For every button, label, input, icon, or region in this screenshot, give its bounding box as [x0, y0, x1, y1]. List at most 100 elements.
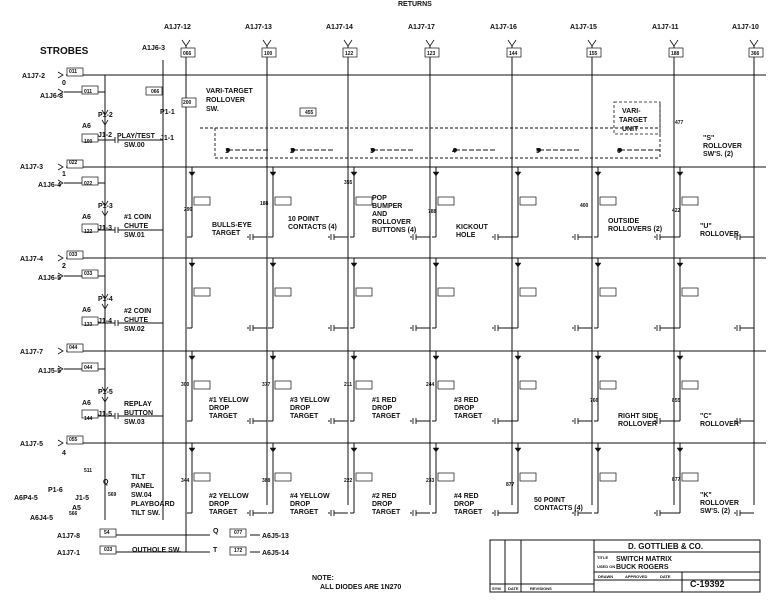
- cell-label: 10 POINT: [288, 216, 320, 223]
- cell-label: DROP: [372, 405, 393, 412]
- svg-text:SW.02: SW.02: [124, 326, 145, 333]
- cell-label: ROLLOVER: [700, 231, 739, 238]
- svg-text:A1J5-5: A1J5-5: [38, 368, 61, 375]
- cell-label: TARGET: [290, 509, 319, 516]
- svg-text:6: 6: [617, 148, 621, 155]
- cell-label: ROLLOVER: [372, 219, 411, 226]
- svg-text:OUTHOLE SW.: OUTHOLE SW.: [132, 547, 181, 554]
- strobe-row-0: A1J7-2 0 011 A1J6-8 011 P1-2 A6 J1-2 PLA…: [22, 69, 156, 149]
- note-text: ALL DIODES ARE 1N270: [320, 584, 401, 591]
- cell-label: "U": [700, 223, 712, 230]
- svg-text:VARI-: VARI-: [622, 108, 641, 115]
- column-code: 123: [427, 51, 436, 57]
- cell-label: ROLLOVER: [700, 421, 739, 428]
- column-label: A1J7-13: [245, 24, 272, 31]
- svg-text:SW.00: SW.00: [124, 142, 145, 149]
- column-label: A1J7-14: [326, 24, 353, 31]
- cell-label: HOLE: [456, 232, 476, 239]
- cell-code: 211: [344, 382, 352, 388]
- svg-text:A1J7-7: A1J7-7: [20, 349, 43, 356]
- svg-text:Q: Q: [213, 528, 219, 535]
- svg-text:022: 022: [84, 181, 93, 187]
- cell-label: DROP: [372, 501, 393, 508]
- svg-text:J1-3: J1-3: [98, 225, 112, 232]
- column-code-box: [668, 47, 684, 58]
- svg-text:REVISIONS: REVISIONS: [530, 586, 552, 591]
- svg-text:172: 172: [234, 548, 243, 554]
- column-code: 122: [345, 51, 354, 57]
- cell-label: AND: [372, 211, 387, 218]
- svg-text:A6J5-14: A6J5-14: [262, 550, 289, 557]
- svg-text:011: 011: [69, 69, 77, 75]
- svg-text:033: 033: [104, 547, 113, 553]
- svg-text:A1J7-3: A1J7-3: [20, 164, 43, 171]
- cell-label: TARGET: [209, 509, 238, 516]
- svg-text:VARI-TARGET: VARI-TARGET: [206, 88, 254, 95]
- cell-code: 877: [506, 482, 515, 488]
- svg-text:A1J6-5: A1J6-5: [38, 275, 61, 282]
- svg-text:DATE: DATE: [660, 574, 671, 579]
- svg-text:A1J7-4: A1J7-4: [20, 256, 43, 263]
- svg-text:APPROVED: APPROVED: [625, 574, 648, 579]
- svg-text:066: 066: [151, 89, 160, 95]
- strobes-heading: STROBES: [40, 46, 89, 57]
- svg-text:P1-2: P1-2: [98, 112, 113, 119]
- svg-text:A1J6-3: A1J6-3: [142, 45, 165, 52]
- returns-heading: RETURNS: [398, 1, 432, 8]
- svg-text:SYM: SYM: [492, 586, 501, 591]
- svg-text:C-19392: C-19392: [690, 579, 725, 589]
- note-label: NOTE:: [312, 575, 334, 582]
- svg-text:UNIT: UNIT: [622, 126, 639, 133]
- svg-text:J1-1: J1-1: [160, 135, 174, 142]
- svg-text:A6P4-5: A6P4-5: [14, 495, 38, 502]
- column-code-box: [180, 47, 196, 58]
- cell-code: 422: [672, 208, 681, 214]
- cell-label: TARGET: [209, 413, 238, 420]
- cell-label: DROP: [454, 501, 475, 508]
- cell-label: #1 YELLOW: [209, 397, 249, 404]
- vari-target-unit: VARI-TARGET ROLLOVER SW. 455 VARI- TARGE…: [206, 88, 648, 155]
- column-label: A1J7-17: [408, 24, 435, 31]
- cell-label: TARGET: [454, 509, 483, 516]
- svg-text:0: 0: [62, 80, 66, 87]
- svg-text:122: 122: [84, 229, 93, 235]
- cell-label: TARGET: [454, 413, 483, 420]
- svg-text:REPLAY: REPLAY: [124, 401, 152, 408]
- svg-text:011: 011: [84, 89, 92, 95]
- cell-label: POP: [372, 195, 387, 202]
- common-return-labels: A1J6-3 066 P1-1 J1-1 200: [142, 45, 192, 142]
- svg-text:Q: Q: [103, 479, 109, 486]
- column-label: A1J7-12: [164, 24, 191, 31]
- strobe-row-3: A1J7-7 044 A1J5-5 044 P1-5 A6 J1-5 REPLA…: [20, 345, 153, 426]
- cell-label: TARGET: [212, 230, 241, 237]
- svg-text:BUTTON: BUTTON: [124, 410, 153, 417]
- cell-code: 244: [426, 382, 435, 388]
- svg-text:A1J7-1: A1J7-1: [57, 550, 80, 557]
- cell-label: 50 POINT: [534, 497, 566, 504]
- strobe-row-1: A1J7-3 1 022 A1J6-4 022 P1-3 A6 J1-3 #1 …: [20, 160, 151, 239]
- cell-label: BULLS-EYE: [212, 222, 252, 229]
- svg-text:DRAWN: DRAWN: [598, 574, 613, 579]
- svg-text:TITLE: TITLE: [597, 555, 608, 560]
- cell-label: "K": [700, 492, 712, 499]
- cell-code: 388: [262, 478, 271, 484]
- svg-text:CHUTE: CHUTE: [124, 317, 148, 324]
- svg-text:TILT: TILT: [131, 474, 146, 481]
- cell-code: 344: [181, 478, 190, 484]
- column-code: 144: [509, 51, 518, 57]
- svg-text:54: 54: [104, 530, 110, 536]
- svg-text:A6: A6: [82, 123, 91, 130]
- svg-text:J1-5: J1-5: [98, 411, 112, 418]
- column-code: 188: [671, 51, 680, 57]
